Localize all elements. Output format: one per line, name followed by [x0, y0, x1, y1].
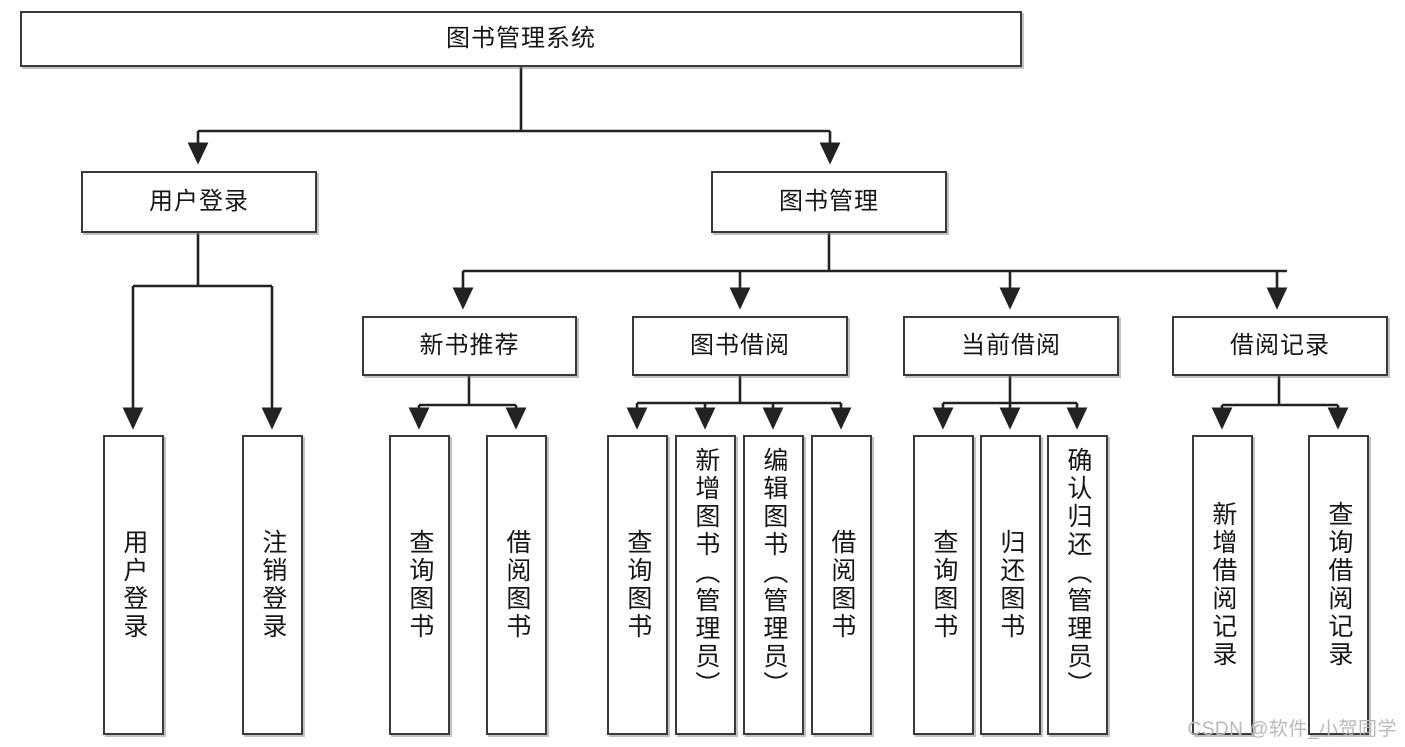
node-leaf-user-login-label: 用户登录: [119, 529, 148, 641]
node-book-manage[interactable]: 图书管理: [711, 171, 947, 233]
node-new-book-rec[interactable]: 新书推荐: [362, 316, 577, 376]
node-leaf-query-book-2-label: 查询图书: [623, 529, 652, 641]
node-root[interactable]: 图书管理系统: [20, 11, 1022, 67]
node-current-borrow[interactable]: 当前借阅: [903, 316, 1119, 376]
node-leaf-return-book[interactable]: 归还图书: [980, 435, 1041, 735]
node-leaf-return-book-label: 归还图书: [996, 529, 1025, 641]
node-leaf-edit-book-label: 编辑图书（管理员）: [759, 447, 788, 699]
node-leaf-query-book-2[interactable]: 查询图书: [607, 435, 668, 735]
node-book-borrow-label: 图书借阅: [690, 332, 790, 360]
node-leaf-user-logout-label: 注销登录: [258, 529, 287, 641]
node-leaf-add-book-label: 新增图书（管理员）: [691, 447, 720, 699]
node-book-borrow[interactable]: 图书借阅: [632, 316, 848, 376]
node-leaf-borrow-book-2[interactable]: 借阅图书: [811, 435, 872, 735]
node-leaf-add-record[interactable]: 新增借阅记录: [1192, 435, 1253, 735]
node-book-manage-label: 图书管理: [779, 188, 879, 216]
node-leaf-borrow-book-1-label: 借阅图书: [502, 529, 531, 641]
node-leaf-query-record-label: 查询借阅记录: [1324, 501, 1353, 669]
node-leaf-confirm-return-label: 确认归还（管理员）: [1063, 447, 1092, 699]
node-leaf-user-logout[interactable]: 注销登录: [242, 435, 303, 735]
node-leaf-borrow-book-1[interactable]: 借阅图书: [486, 435, 547, 735]
node-leaf-query-book-1-label: 查询图书: [405, 529, 434, 641]
node-root-label: 图书管理系统: [446, 25, 596, 53]
node-leaf-query-record[interactable]: 查询借阅记录: [1308, 435, 1369, 735]
node-borrow-record[interactable]: 借阅记录: [1172, 316, 1388, 376]
node-borrow-record-label: 借阅记录: [1230, 332, 1330, 360]
node-leaf-user-login[interactable]: 用户登录: [103, 435, 164, 735]
node-leaf-add-book[interactable]: 新增图书（管理员）: [675, 435, 736, 735]
node-leaf-query-book-1[interactable]: 查询图书: [389, 435, 450, 735]
node-user-login[interactable]: 用户登录: [81, 171, 317, 233]
node-leaf-query-book-3-label: 查询图书: [929, 529, 958, 641]
node-leaf-query-book-3[interactable]: 查询图书: [913, 435, 974, 735]
node-current-borrow-label: 当前借阅: [961, 332, 1061, 360]
node-leaf-borrow-book-2-label: 借阅图书: [827, 529, 856, 641]
node-leaf-confirm-return[interactable]: 确认归还（管理员）: [1047, 435, 1108, 735]
node-leaf-add-record-label: 新增借阅记录: [1208, 501, 1237, 669]
node-new-book-rec-label: 新书推荐: [419, 332, 520, 360]
node-user-login-label: 用户登录: [149, 188, 249, 216]
node-leaf-edit-book[interactable]: 编辑图书（管理员）: [743, 435, 804, 735]
